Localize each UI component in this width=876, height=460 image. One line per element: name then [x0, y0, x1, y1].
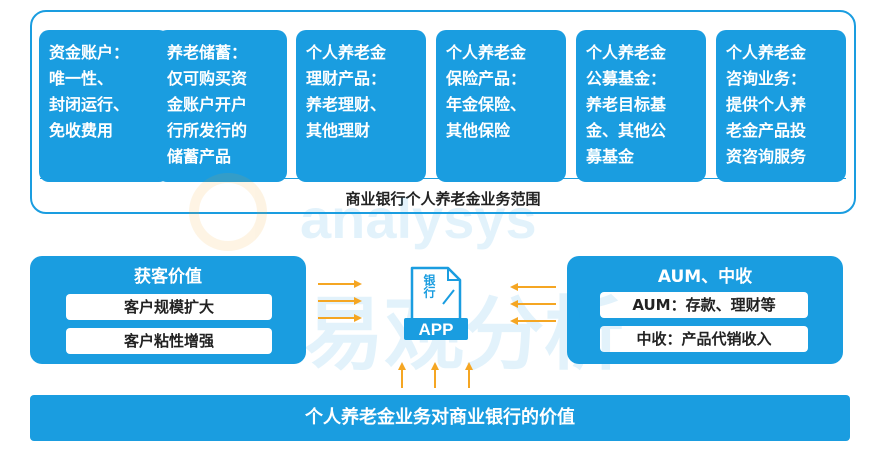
business-scope-frame: 资金账户： 唯一性、 封闭运行、 免收费用 养老储蓄： 仅可购买资 金账户开户 … [30, 10, 856, 214]
scope-title: 商业银行个人养老金业务范围 [345, 190, 541, 208]
scope-card-wealth-products: 个人养老金 理财产品： 养老理财、 其他理财 [296, 30, 426, 182]
customer-loyalty-item: 客户粘性增强 [66, 328, 272, 354]
app-icon-label: 银行 [422, 273, 436, 299]
bottom-value-bar: 个人养老金业务对商业银行的价值 [30, 395, 850, 441]
aum-income-box: AUM、中收 AUM：存款、理财等 中收：产品代销收入 [567, 256, 843, 364]
scope-card-savings: 养老储蓄： 仅可购买资 金账户开户 行所发行的 储蓄产品 [157, 30, 287, 182]
customer-scale-item: 客户规模扩大 [66, 294, 272, 320]
customer-value-box: 获客价值 客户规模扩大 客户粘性增强 [30, 256, 306, 364]
scope-card-advisory: 个人养老金 咨询业务： 提供个人养 老金产品投 资咨询服务 [716, 30, 846, 182]
customer-value-title: 获客价值 [134, 267, 202, 287]
watermark: analysys 易观分析 [189, 173, 624, 381]
scope-divider [40, 178, 846, 179]
app-icon-app-text: APP [419, 320, 454, 339]
aum-item: AUM：存款、理财等 [600, 292, 808, 318]
pen-icon [442, 289, 455, 305]
scope-card-public-funds: 个人养老金 公募基金： 养老目标基 金、其他公 募基金 [576, 30, 706, 182]
scope-card-insurance-products: 个人养老金 保险产品： 年金保险、 其他保险 [436, 30, 566, 182]
watermark-logo-icon [189, 173, 267, 251]
fee-income-item: 中收：产品代销收入 [600, 326, 808, 352]
bank-app-icon: 银行 APP [404, 266, 468, 340]
watermark-latin: analysys [300, 187, 537, 250]
scope-card-fund-account: 资金账户： 唯一性、 封闭运行、 免收费用 [39, 30, 169, 182]
aum-income-title: AUM、中收 [657, 267, 753, 287]
